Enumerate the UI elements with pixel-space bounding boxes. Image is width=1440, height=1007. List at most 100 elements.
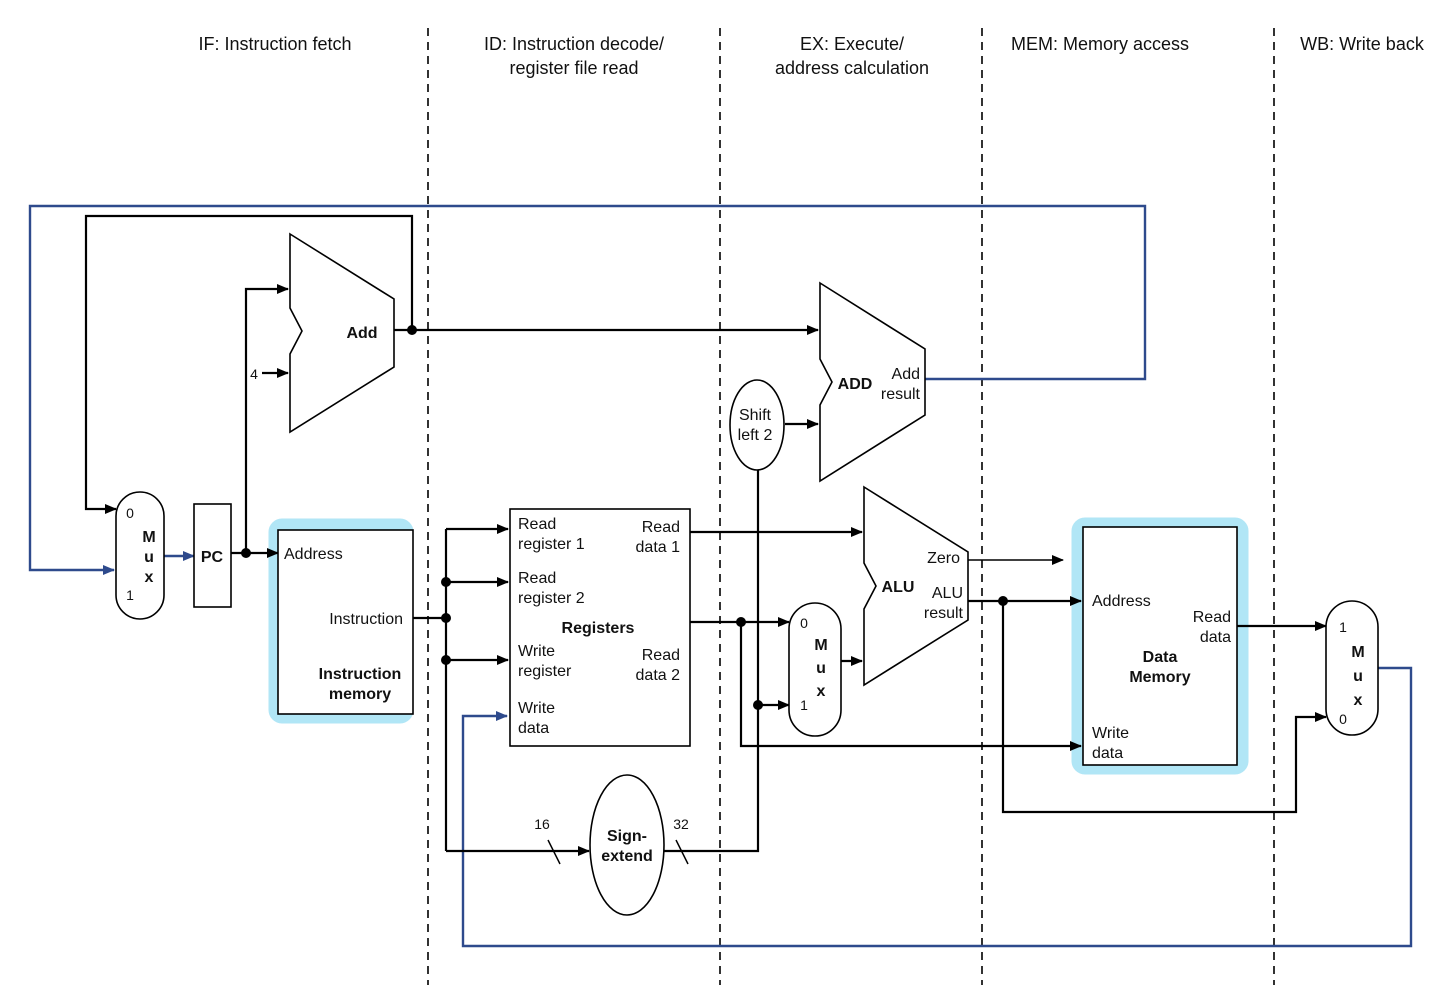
wb-mux-input-1: 1 xyxy=(1339,619,1347,635)
stage-mem-label: MEM: Memory access xyxy=(1011,34,1189,54)
instr-mem-address-label: Address xyxy=(284,546,343,563)
pc-mux-input-1: 1 xyxy=(126,587,134,603)
write-data-label-a: Write xyxy=(518,700,555,717)
wb-mux-letter-m: M xyxy=(1351,644,1364,661)
junction-dot xyxy=(241,548,251,558)
alu-mux-letter-x: x xyxy=(817,683,826,700)
stage-ex-label-line1: EX: Execute/ xyxy=(800,34,904,54)
junction-dot xyxy=(441,577,451,587)
read-data2-label-b: data 2 xyxy=(636,667,681,684)
sign-extend-out-bits: 32 xyxy=(673,816,689,832)
write-register-label-b: register xyxy=(518,663,572,680)
pc-adder-const: 4 xyxy=(250,366,258,382)
data-mem-address-label: Address xyxy=(1092,593,1151,610)
branch-adder-label: ADD xyxy=(838,376,873,393)
bits32-tick xyxy=(675,839,689,865)
alu-result-bypass-wire xyxy=(1001,601,1327,814)
alu-label: ALU xyxy=(882,579,915,596)
alu: ALU Zero ALU result xyxy=(863,485,969,687)
shift-left-label-line2: left 2 xyxy=(738,427,773,444)
instruction-memory: Address Instruction Instruction memory xyxy=(277,529,414,715)
bits16-tick xyxy=(547,839,561,865)
read-data2-label-a: Read xyxy=(642,647,680,664)
sign-extend-unit: Sign- extend 16 32 xyxy=(534,774,689,916)
registers-title: Registers xyxy=(562,620,635,637)
branch-adder: ADD Add result xyxy=(819,281,926,483)
pc-mux-letter-u: u xyxy=(144,549,154,566)
program-counter: PC xyxy=(193,503,232,608)
data-memory-box xyxy=(1082,526,1238,766)
pc-adder: Add 4 xyxy=(250,232,395,434)
feedback-wires xyxy=(28,204,1413,948)
stage-headers: IF: Instruction fetch ID: Instruction de… xyxy=(198,34,1424,78)
alu-body xyxy=(863,485,969,687)
junction-dot xyxy=(441,655,451,665)
data-mem-title-line2: Memory xyxy=(1129,669,1190,686)
shift-left-ellipse xyxy=(729,379,785,471)
instr-mem-title-line1: Instruction xyxy=(319,666,402,683)
data-mem-write-label-b: data xyxy=(1092,745,1123,762)
alu-result-label-b: result xyxy=(924,605,964,622)
alu-mux-input-1: 1 xyxy=(800,697,808,713)
read-register2-label-b: register 2 xyxy=(518,590,585,607)
junction-dots xyxy=(241,325,1008,710)
pc-adder-label: Add xyxy=(346,325,377,342)
branch-adder-result-label-b: result xyxy=(881,386,921,403)
data-memory: Address Read data Data Memory Write data xyxy=(1082,526,1238,766)
read-data2-to-memory-wire xyxy=(739,622,1082,751)
junction-dot xyxy=(441,613,451,623)
pc-label: PC xyxy=(201,549,224,566)
read-register2-label-a: Read xyxy=(518,570,556,587)
alu-mux-letter-u: u xyxy=(816,660,826,677)
branch-adder-result-label-a: Add xyxy=(892,366,920,383)
write-register-label-a: Write xyxy=(518,643,555,660)
stage-id-label-line2: register file read xyxy=(509,58,638,78)
writeback-mux: 1 M u x 0 xyxy=(1325,600,1379,736)
pc-mux-letter-m: M xyxy=(142,529,155,546)
junction-dot xyxy=(407,325,417,335)
read-data1-label-b: data 1 xyxy=(636,539,681,556)
branch-adder-body xyxy=(819,281,926,483)
sign-extend-label-line2: extend xyxy=(601,848,653,865)
sign-extend-ellipse xyxy=(589,774,665,916)
instr-mem-title-line2: memory xyxy=(329,686,391,703)
write-data-label-b: data xyxy=(518,720,549,737)
register-file: Read register 1 Read register 2 Write re… xyxy=(509,508,691,747)
branch-target-wire xyxy=(28,204,1147,575)
wb-mux-letter-x: x xyxy=(1354,692,1363,709)
stage-wb-label: WB: Write back xyxy=(1300,34,1425,54)
pc-mux-letter-x: x xyxy=(145,569,154,586)
alu-result-label-a: ALU xyxy=(932,585,963,602)
stage-ex-label-line2: address calculation xyxy=(775,58,929,78)
data-memory-highlight xyxy=(1071,517,1249,775)
pc-plus4-to-mux-wire xyxy=(84,214,414,514)
junction-dot xyxy=(998,596,1008,606)
sign-extend-in-bits: 16 xyxy=(534,816,550,832)
wb-mux-letter-u: u xyxy=(1353,668,1363,685)
pc-mux-input-0: 0 xyxy=(126,505,134,521)
writeback-wire xyxy=(461,666,1413,948)
register-file-box xyxy=(509,508,691,747)
wb-mux-input-0: 0 xyxy=(1339,711,1347,727)
read-data1-label-a: Read xyxy=(642,519,680,536)
stage-id-label-line1: ID: Instruction decode/ xyxy=(484,34,664,54)
junction-dot xyxy=(736,617,746,627)
alu-mux-input-0: 0 xyxy=(800,615,808,631)
alu-mux-body xyxy=(788,602,842,737)
imm32-wire xyxy=(663,468,760,853)
datapath-wires xyxy=(84,214,1327,865)
read-register1-label-b: register 1 xyxy=(518,536,585,553)
data-mem-write-label-a: Write xyxy=(1092,725,1129,742)
pc-mux: 0 M u x 1 xyxy=(115,491,165,620)
sign-extend-label-line1: Sign- xyxy=(607,828,647,845)
alu-zero-label: Zero xyxy=(927,550,960,567)
pc-register xyxy=(193,503,232,608)
stage-dividers xyxy=(427,28,1275,985)
writeback-mux-body xyxy=(1325,600,1379,736)
instr-mem-instruction-label: Instruction xyxy=(329,611,403,628)
pc-to-adder-wire xyxy=(244,284,289,553)
instruction-memory-box xyxy=(277,529,414,715)
shift-left-2-unit: Shift left 2 xyxy=(729,379,785,471)
pc-adder-body xyxy=(289,232,395,434)
